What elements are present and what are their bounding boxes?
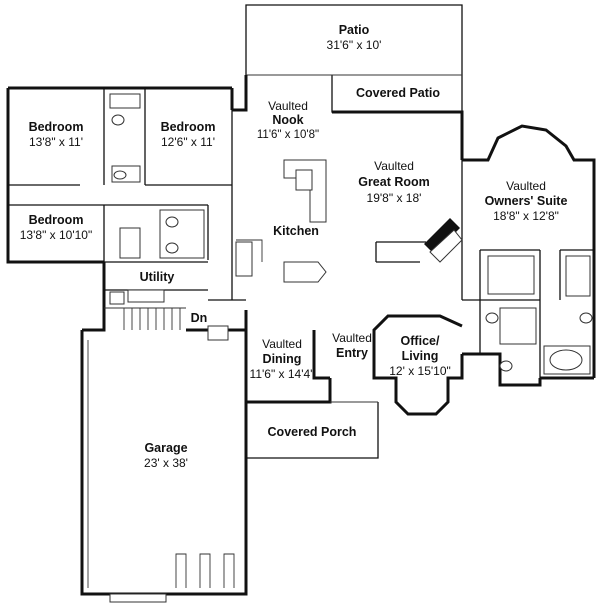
office-dims: 12' x 15'10"	[389, 364, 451, 378]
owners-suite-dims: 18'8" x 12'8"	[493, 209, 559, 223]
great-room-name: Great Room	[358, 175, 430, 189]
stair-label: Dn	[191, 311, 208, 325]
utility-name: Utility	[140, 270, 175, 284]
bedroom3-dims: 13'8" x 10'10"	[20, 228, 93, 242]
garage-name: Garage	[144, 441, 187, 455]
owners-suite-prefix: Vaulted	[506, 179, 546, 193]
patio-area	[245, 4, 463, 75]
exterior-walls	[6, 75, 596, 596]
fireplace	[375, 218, 463, 263]
kitchen-name: Kitchen	[273, 224, 319, 238]
great-room-dims: 19'8" x 18'	[367, 191, 422, 205]
bedroom3-name: Bedroom	[29, 213, 84, 227]
kitchen-fixtures	[235, 159, 327, 283]
nook-prefix: Vaulted	[268, 99, 308, 113]
bedroom2-name: Bedroom	[161, 120, 216, 134]
entry-prefix: Vaulted	[332, 331, 372, 345]
patio-dims: 31'6" x 10'	[327, 38, 382, 52]
covered-porch-area	[246, 401, 379, 459]
garage-dims: 23' x 38'	[144, 456, 188, 470]
bath-fixtures	[109, 93, 593, 375]
utility-fixtures	[104, 289, 229, 341]
room-labels: Patio 31'6" x 10' Covered Patio Vaulted …	[20, 23, 568, 470]
great-room-prefix: Vaulted	[374, 159, 414, 173]
covered-porch-name: Covered Porch	[268, 425, 357, 439]
office-name-1: Office/	[401, 334, 440, 348]
owners-suite-name: Owners' Suite	[485, 194, 568, 208]
dining-name: Dining	[263, 352, 302, 366]
stair-treads	[123, 308, 181, 330]
bedroom1-name: Bedroom	[29, 120, 84, 134]
bedroom2-dims: 12'6" x 11'	[161, 135, 215, 149]
dining-dims: 11'6" x 14'4"	[250, 367, 315, 381]
patio-name: Patio	[339, 23, 370, 37]
dining-prefix: Vaulted	[262, 337, 302, 351]
entry-name: Entry	[336, 346, 368, 360]
garage-doors	[87, 340, 235, 603]
office-name-2: Living	[402, 349, 439, 363]
nook-dims: 11'6" x 10'8"	[257, 129, 319, 141]
nook-name: Nook	[272, 113, 303, 127]
bedroom1-dims: 13'8" x 11'	[29, 135, 83, 149]
covered-patio-name: Covered Patio	[356, 86, 440, 100]
